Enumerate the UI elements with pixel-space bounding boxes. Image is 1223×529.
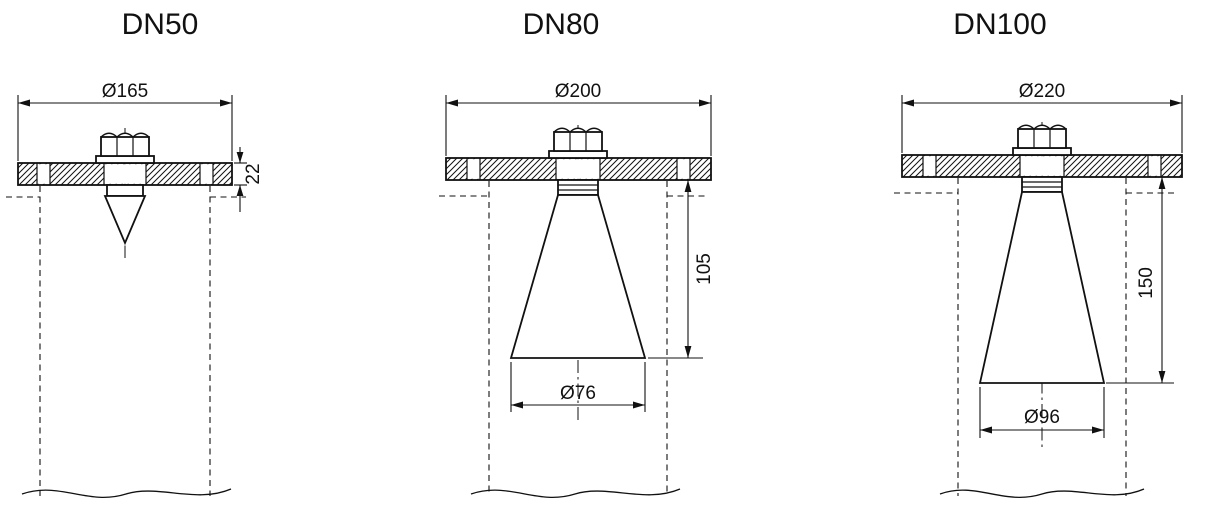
dn100-threaded-collar [1021,176,1063,193]
dn100-horn-antenna [978,191,1106,384]
dn80-flange [445,157,712,181]
dn50-hex-bolt [95,132,155,164]
dn50-rod-antenna [103,184,147,246]
dn50-flange [17,162,233,186]
dn50-flange-diameter-dimension: Ø165 [17,81,233,161]
flange-diameter-label: Ø165 [102,81,148,102]
dn80-horn-length-dimension: 105 [648,180,715,359]
dn80-horn-antenna [509,194,647,359]
dn100-horn-mouth-dimension: Ø96 [979,387,1105,438]
diagram-title: DN50 [122,8,199,41]
flange-diameter-label: Ø200 [555,81,601,102]
dn100-horn-length-dimension: 150 [1106,177,1174,384]
flange-diameter-label: Ø220 [1019,81,1065,102]
dn100-tank-nozzle-hidden-lines [894,178,1178,496]
diagram-title: DN100 [953,8,1046,41]
horn-mouth-diameter-label: Ø96 [1024,407,1060,428]
tank-break-wave [21,488,232,498]
horn-length-label: 105 [694,253,715,285]
dn100-flange-diameter-dimension: Ø220 [901,81,1183,153]
dn80-flange-diameter-dimension: Ø200 [445,81,712,156]
dn50-tank-nozzle-hidden-lines [6,186,246,496]
horn-mouth-diameter-label: Ø76 [560,383,596,404]
dn100-drawing: DN100 Ø220 [894,8,1183,498]
dn50-drawing: DN50 Ø165 [6,8,264,498]
dn100-hex-bolt [1012,124,1072,156]
dn80-horn-mouth-dimension: Ø76 [510,362,646,412]
flange-thickness-label: 22 [243,163,264,184]
tank-break-wave [470,488,681,498]
dn80-hex-bolt [548,127,608,159]
tank-break-wave [939,488,1145,498]
horn-length-label: 150 [1136,267,1157,299]
dn50-flange-thickness-dimension: 22 [234,147,264,212]
dn80-drawing: DN80 Ø200 [439,8,715,498]
dn100-flange [901,154,1183,178]
diagram-title: DN80 [523,8,600,41]
dn80-threaded-collar [557,179,599,196]
